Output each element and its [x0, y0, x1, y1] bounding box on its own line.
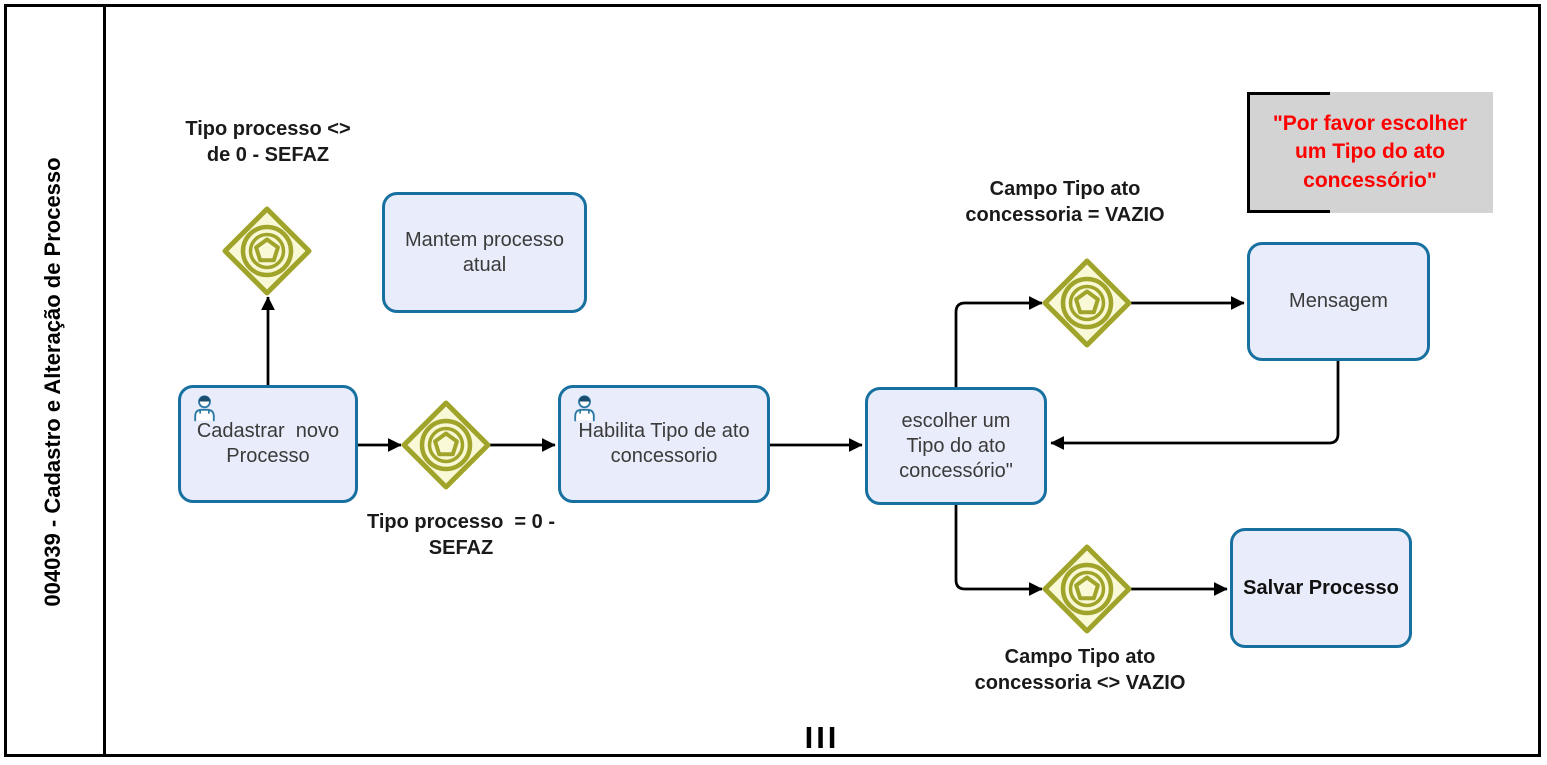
pool-marker: III — [804, 720, 840, 755]
task-label: Mantem processo atual — [405, 228, 564, 276]
flow-escolher-to-gateway-campo-diff — [954, 505, 1043, 596]
task-label: Mensagem — [1289, 290, 1388, 312]
condition-label-campo-vazio-diff: Campo Tipo ato concessoria <> VAZIO — [974, 646, 1186, 694]
flow-mensagem-back-to-escolher — [1050, 361, 1340, 450]
task-label: Cadastrar novo Processo — [196, 420, 340, 467]
user-icon — [574, 395, 595, 422]
annotation-bracket-icon — [1247, 92, 1330, 213]
gateway-campo-vazio-diff-icon[interactable] — [1045, 547, 1129, 631]
text-annotation[interactable]: "Por favor escolher um Tipo do ato conce… — [1247, 92, 1493, 213]
gateway-campo-vazio-eq-icon[interactable] — [1045, 261, 1129, 345]
user-icon — [194, 395, 215, 422]
condition-label-campo-vazio-eq: Campo Tipo ato concessoria = VAZIO — [965, 178, 1165, 226]
pool-border — [4, 4, 1541, 757]
task-mantem-processo-atual[interactable]: Mantem processo atual — [382, 192, 587, 313]
gateway-tipo-processo-diff-icon[interactable] — [225, 209, 309, 293]
gateway-tipo-processo-eq-icon[interactable] — [404, 403, 488, 487]
task-label: Habilita Tipo de ato concessorio — [578, 420, 750, 467]
task-escolher-tipo-ato[interactable]: escolher um Tipo do ato concessório" — [865, 387, 1047, 505]
task-mensagem[interactable]: Mensagem — [1247, 242, 1430, 361]
lane-divider — [103, 4, 106, 754]
task-cadastrar-novo-processo[interactable]: Cadastrar novo Processo — [178, 385, 358, 503]
condition-label-tipo-processo-diff: Tipo processo <> de 0 - SEFAZ — [185, 118, 351, 166]
task-habilita-tipo-ato[interactable]: Habilita Tipo de ato concessorio — [558, 385, 770, 503]
annotation-text: "Por favor escolher um Tipo do ato conce… — [1272, 111, 1468, 192]
task-label: escolher um Tipo do ato concessório" — [899, 409, 1013, 482]
task-label: Salvar Processo — [1243, 576, 1399, 599]
flow-escolher-to-gateway-campo-eq — [954, 296, 1043, 387]
task-salvar-processo[interactable]: Salvar Processo — [1230, 528, 1412, 648]
condition-label-tipo-processo-eq: Tipo processo = 0 - SEFAZ — [366, 511, 556, 559]
